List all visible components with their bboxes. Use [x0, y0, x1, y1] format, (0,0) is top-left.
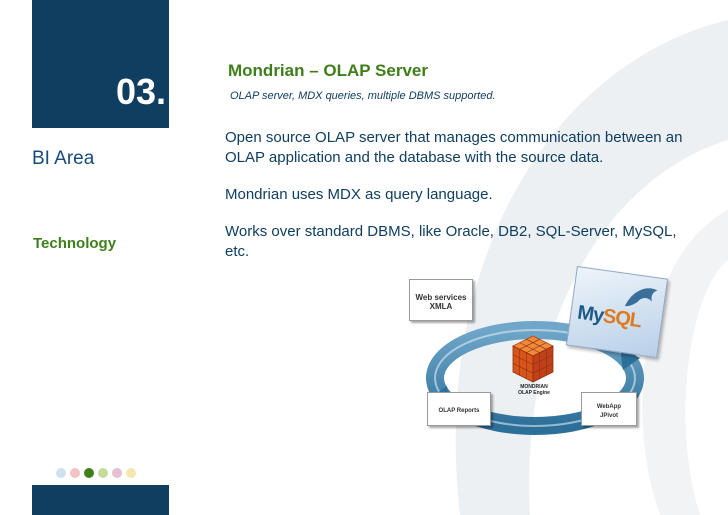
web-services-box: Web services XMLA: [409, 279, 473, 321]
paragraph-description: Open source OLAP server that manages com…: [225, 129, 683, 166]
mondrian-architecture-diagram: Web services XMLA MONDRIAN OLAP Engine O…: [405, 265, 669, 440]
engine-name: MONDRIAN: [520, 384, 548, 390]
progress-dot: [70, 468, 80, 478]
webapp-label: WebApp: [596, 404, 622, 410]
subsection-label: Technology: [33, 235, 117, 252]
progress-dot: [126, 468, 136, 478]
slide-title: Mondrian – OLAP Server: [228, 61, 428, 80]
olap-reports-label: OLAP Reports: [438, 408, 480, 414]
engine-label: MONDRIAN OLAP Engine: [505, 384, 563, 396]
web-services-label: Web services: [415, 293, 467, 302]
slide-progress-dots: [56, 468, 136, 478]
paragraph-dbms: Works over standard DBMS, like Oracle, D…: [225, 223, 677, 260]
section-number: 03.: [115, 71, 166, 112]
progress-dot-active: [84, 468, 94, 478]
engine-type: OLAP Engine: [518, 390, 550, 396]
olap-cube-icon: [512, 335, 554, 383]
webapp-box: WebApp JPivot: [581, 392, 637, 426]
jpivot-label: JPivot: [599, 413, 618, 419]
mysql-logo-box: MySQL: [565, 265, 669, 359]
paragraph-mdx: Mondrian uses MDX as query language.: [225, 186, 493, 203]
xmla-label: XMLA: [429, 302, 453, 311]
progress-dot: [98, 468, 108, 478]
olap-reports-box: OLAP Reports: [427, 392, 491, 426]
dolphin-icon: [624, 288, 658, 307]
progress-dot: [112, 468, 122, 478]
slide-body: Open source OLAP server that manages com…: [225, 128, 695, 279]
slide-subtitle: OLAP server, MDX queries, multiple DBMS …: [230, 90, 496, 102]
footer-band: [32, 485, 169, 515]
section-header-band: [32, 0, 169, 128]
progress-dot: [56, 468, 66, 478]
section-title: BI Area: [32, 148, 95, 169]
